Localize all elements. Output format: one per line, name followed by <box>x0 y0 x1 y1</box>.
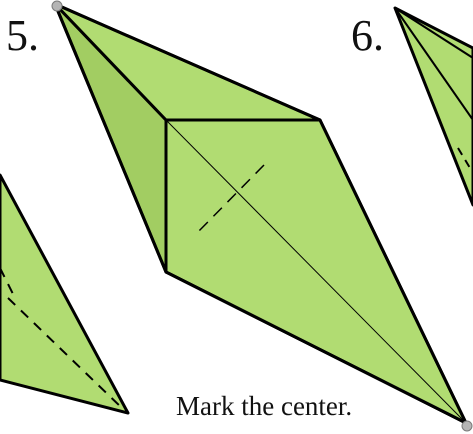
step-6-number: 6. <box>351 11 384 60</box>
instruction-caption: Mark the center. <box>176 391 353 421</box>
center-mark-dashed <box>195 164 265 235</box>
valley-fold-line <box>7 297 125 411</box>
fold-guide-dashed <box>0 267 17 301</box>
left-partial-shape <box>0 173 130 415</box>
bottom-corner-pin <box>461 420 473 432</box>
top-corner-pin <box>51 0 63 12</box>
diagonal-crease <box>165 119 467 424</box>
main-kite-shape <box>53 2 468 425</box>
right-partial-shape <box>393 6 473 207</box>
step-5-number: 5. <box>6 11 39 60</box>
